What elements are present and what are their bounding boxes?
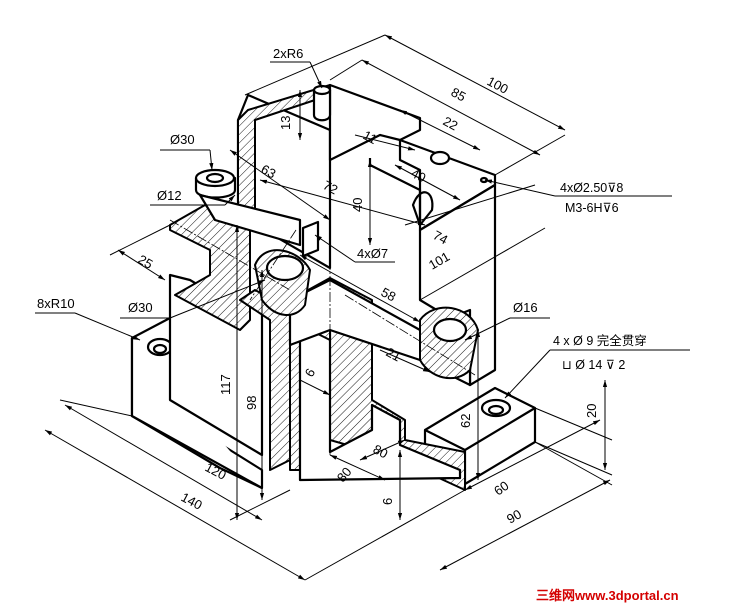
dimension-lines	[35, 34, 690, 581]
dim-74: 74	[431, 227, 451, 247]
dim-98: 98	[244, 396, 259, 410]
dim-62: 62	[458, 414, 473, 428]
dim-11: 11	[361, 127, 380, 147]
dim-25: 25	[136, 252, 156, 272]
dim-117: 117	[218, 374, 233, 395]
label-dia-16: Ø16	[513, 300, 538, 315]
dim-72: 72	[321, 177, 341, 197]
dim-6-bottom: 6	[380, 498, 395, 505]
dim-20: 20	[584, 404, 599, 418]
dim-40-h: 40	[409, 165, 429, 185]
thread-note-line2: M3-6H⊽6	[565, 201, 619, 215]
top-pin-rim	[312, 84, 332, 96]
callout-notes: 4xØ2.50⊽8 M3-6H⊽6 4 x Ø 9 完全贯穿 ⊔ Ø 14 ⊽ …	[553, 181, 647, 372]
label-4xd7: 4xØ7	[357, 246, 388, 261]
dim-22: 22	[441, 113, 461, 133]
dim-13: 13	[278, 116, 293, 130]
dim-90: 90	[504, 506, 524, 526]
hole-note-line2: ⊔ Ø 14 ⊽ 2	[562, 358, 625, 372]
thread-note-line1: 4xØ2.50⊽8	[560, 181, 623, 195]
top-pin	[312, 88, 332, 122]
dim-60: 60	[491, 478, 511, 499]
left-boss-bore	[265, 254, 305, 282]
dim-85: 85	[449, 84, 469, 104]
dim-80-b: 80	[371, 441, 391, 461]
upper-slot-end	[301, 220, 320, 258]
label-2xR6: 2xR6	[273, 46, 303, 61]
top-tube-hole	[205, 172, 225, 184]
top-face-hole-1	[429, 150, 451, 166]
hole-note-line1: 4 x Ø 9 完全贯穿	[553, 333, 647, 348]
watermark: 三维网www.3dportal.cn	[536, 588, 679, 603]
label-dia-12: Ø12	[157, 188, 182, 203]
dim-63: 63	[259, 161, 279, 181]
dim-21: 21	[384, 344, 404, 364]
base-hole-right-inner	[487, 404, 505, 416]
label-dia-30-mid: Ø30	[128, 300, 153, 315]
label-8xR10: 8xR10	[37, 296, 75, 311]
dimension-labels: 100 85 22 11 2xR6 13 40 40 72 63 74 101 …	[37, 46, 599, 527]
label-dia-30-top: Ø30	[170, 132, 195, 147]
dim-100: 100	[485, 73, 511, 96]
dim-40-v: 40	[350, 198, 365, 212]
base-hole-left-inner	[152, 343, 168, 355]
right-boss-bore	[432, 317, 468, 343]
dim-58: 58	[379, 284, 399, 304]
